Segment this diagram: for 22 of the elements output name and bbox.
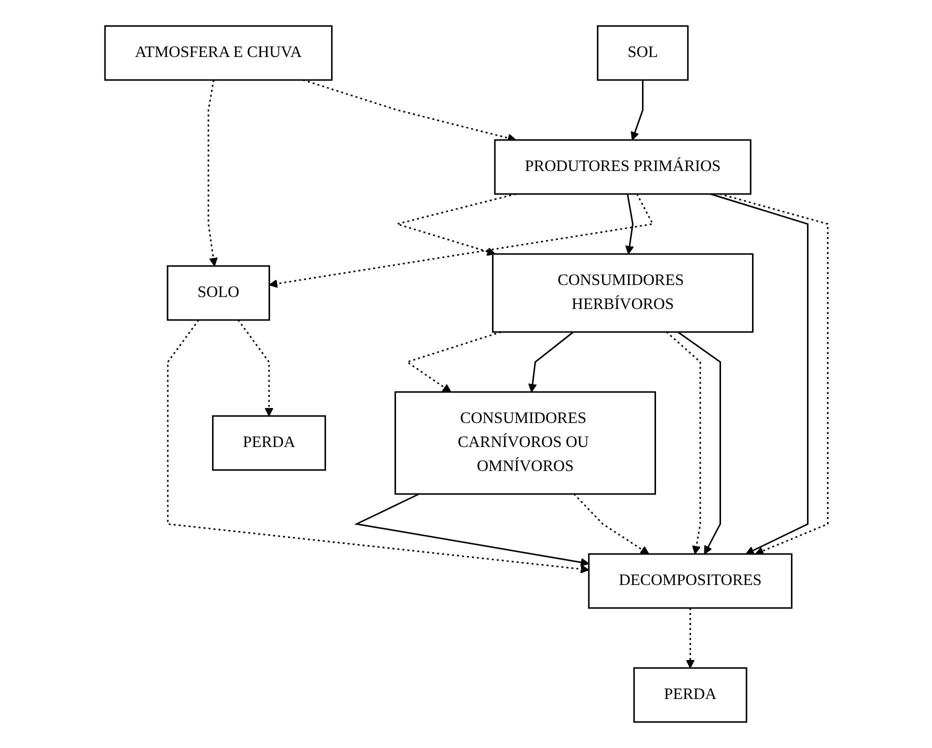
node-box: ATMOSFERA E CHUVA	[104, 25, 332, 81]
node-box: PERDA	[212, 415, 326, 471]
node-box: PERDA	[632, 667, 747, 723]
arrow	[268, 194, 654, 288]
arrow	[685, 608, 694, 668]
arrow	[677, 331, 721, 554]
node-box: DECOMPOSITORES	[588, 553, 792, 609]
node-box: SOLO	[166, 265, 270, 321]
arrow	[624, 194, 634, 254]
node-box: CONSUMIDORES HERBÍVOROS	[492, 253, 754, 333]
node-box: CONSUMIDORES CARNÍVOROS OU OMNÍVOROS	[394, 391, 656, 495]
node-box: SOL	[596, 25, 688, 81]
arrow	[573, 493, 649, 554]
arrow	[207, 80, 218, 266]
arrow	[166, 320, 589, 574]
arrow	[354, 493, 589, 567]
node-box: PRODUTORES PRIMÁRIOS	[494, 139, 751, 195]
arrow	[710, 193, 808, 554]
arrow	[666, 331, 701, 554]
arrow	[528, 331, 574, 392]
arrow	[630, 80, 644, 140]
arrow	[237, 320, 274, 416]
